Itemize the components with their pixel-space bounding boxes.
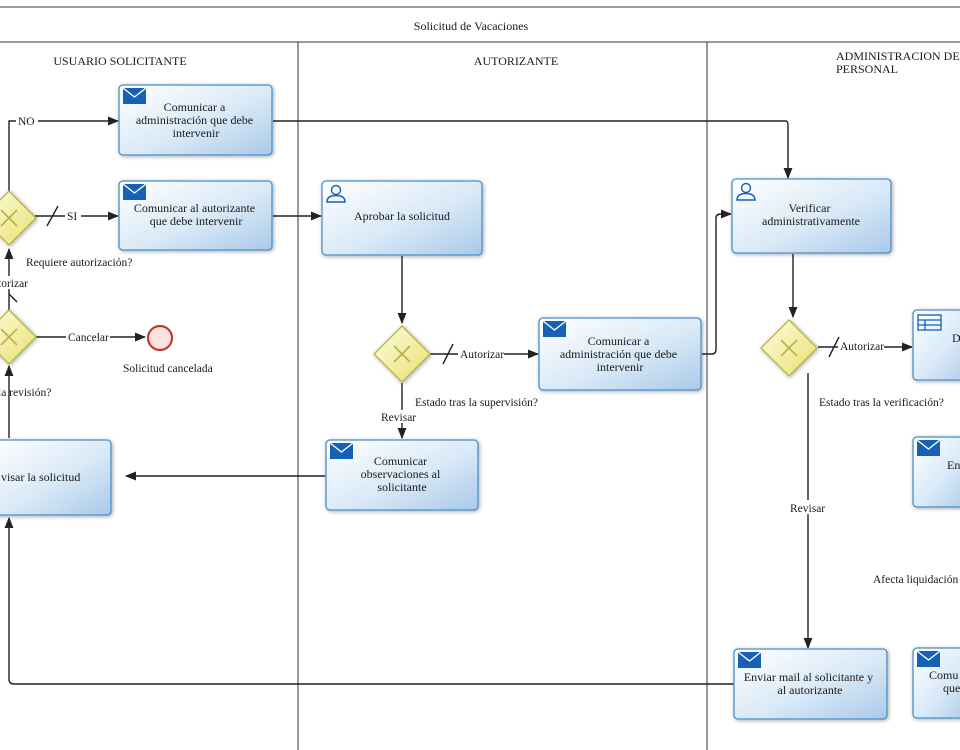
svg-text:Comunicar a administraci: Comunicar a administración que debe inte… [560,334,680,374]
flow-to-verificar-2 [702,209,733,355]
task-label-line: D [952,331,960,345]
task-label-line: administración que debe [136,113,253,127]
flow-mail-to-revisar [4,516,734,685]
envelope-icon [329,442,354,459]
label-no: NO [18,116,35,128]
task-label-line: solicitante [377,480,426,494]
envelope-icon [916,650,941,667]
task-label-line: administración que debe [560,347,677,361]
svg-text:Aprobar la solicitud: Aprobar la solicitud [354,209,450,223]
svg-text:En: En [947,458,960,472]
task-d-partial[interactable]: D [912,309,960,381]
task-label-line: intervenir [597,360,644,374]
gateway-requiere-autorizacion[interactable] [0,190,37,246]
task-label-line: En [947,458,960,472]
x-marker-icon [393,345,411,363]
label-si: SI [67,211,77,223]
gateway-supervision[interactable] [373,325,431,383]
task-label-line: Comunicar a [588,334,650,348]
task-comunicar-admin-1[interactable]: Comunicar a administración que debe inte… [118,84,273,156]
task-comunicar-observaciones[interactable]: Comunicar observaciones al solicitante [325,439,479,511]
gateway-verificacion[interactable] [760,319,818,377]
task-revisar-solicitud[interactable]: visar la solicitud [0,439,112,516]
flow-to-verificar [273,120,793,180]
default-marker-autorizar-2 [828,336,840,358]
x-marker-icon [780,339,798,357]
svg-text:Comunicar observaciones: Comunicar observaciones al solicitante [361,454,444,494]
task-label-line: observaciones al [361,467,441,481]
end-event-cancelada[interactable] [146,324,174,352]
task-aprobar-solicitud[interactable]: Aprobar la solicitud [321,180,483,256]
lane-title-autorizante: AUTORIZANTE [474,54,558,68]
gateway-label-revision: la revisión? [0,387,51,399]
label-autorizar-2: Autorizar [840,341,884,353]
x-marker-icon [0,328,18,346]
user-icon [736,182,756,201]
flow-no [8,116,120,191]
task-label-line: administrativamente [762,214,860,228]
gateway-label-verificacion: Estado tras la verificación? [819,397,944,409]
gateway-revision[interactable] [0,309,37,365]
gateway-label-requiere: Requiere autorización? [26,257,132,269]
task-comunicar-autorizante[interactable]: Comunicar al autorizante que debe interv… [118,180,273,251]
label-afecta-liquidacion: Afecta liquidación [873,574,959,586]
table-icon [917,314,942,331]
task-label-line: que [943,681,960,695]
task-comunicar-admin-2[interactable]: Comunicar a administración que debe inte… [538,317,702,391]
default-marker-autorizar-1 [442,343,454,365]
svg-text:Enviar mail al solicitante y: Enviar mail al solicitante y al autoriza… [744,670,876,697]
envelope-icon [916,439,941,456]
task-label-line: Comunicar al autorizante [134,201,255,215]
lane-title-admin-line1: ADMINISTRACION DE [836,49,960,63]
label-autorizar-1: Autorizar [460,349,504,361]
task-label-line: intervenir [173,126,220,140]
pool-title: Solicitud de Vacaciones [414,19,529,33]
svg-text:visar la solicitud: visar la solicitud [1,470,80,484]
svg-text:Comu que: Comu que [929,668,960,695]
envelope-icon [542,320,567,337]
task-label-line: Verificar [789,201,831,215]
edge-labels: NO SI torizar Cancelar Autorizar Revisar… [0,114,959,586]
envelope-icon [122,183,147,200]
envelope-icon [122,87,147,104]
task-comu-partial[interactable]: Comu que [912,647,960,719]
task-label-line: Enviar mail al solicitante y [744,670,873,684]
task-label-line: visar la solicitud [1,470,80,484]
task-en-partial[interactable]: En [912,436,960,508]
label-cancelar: Cancelar [68,332,109,344]
label-autorizar-partial: torizar [0,278,28,290]
user-icon [326,184,346,203]
default-marker-autorizar-up [8,293,18,303]
svg-text:Comunicar al autorizante: Comunicar al autorizante que debe interv… [134,201,258,228]
task-enviar-mail[interactable]: Enviar mail al solicitante y al autoriza… [733,648,888,720]
task-label-line: al autorizante [778,683,843,697]
task-label-line: Comunicar a [164,100,226,114]
label-revisar-1: Revisar [381,412,416,424]
end-event-label: Solicitud cancelada [123,363,213,375]
task-label-line: Comunicar [374,454,427,468]
svg-text:D: D [952,331,960,345]
task-label-line: que debe intervenir [150,214,243,228]
envelope-icon [737,651,762,668]
x-marker-icon [0,209,18,227]
task-label-line: Comu [929,668,958,682]
svg-text:Verificar administrativa: Verificar administrativamente [762,201,860,228]
default-flow-markers [8,205,840,365]
label-revisar-2: Revisar [790,503,825,515]
lane-title-admin-line2: PERSONAL [836,62,898,76]
task-verificar[interactable]: Verificar administrativamente [731,178,892,254]
svg-text:Comunicar a administraci: Comunicar a administración que debe inte… [136,100,256,140]
default-marker-si [46,205,59,227]
lane-title-usuario: USUARIO SOLICITANTE [53,54,186,68]
gateway-label-supervision: Estado tras la supervisión? [415,397,538,409]
task-label-line: Aprobar la solicitud [354,209,450,223]
